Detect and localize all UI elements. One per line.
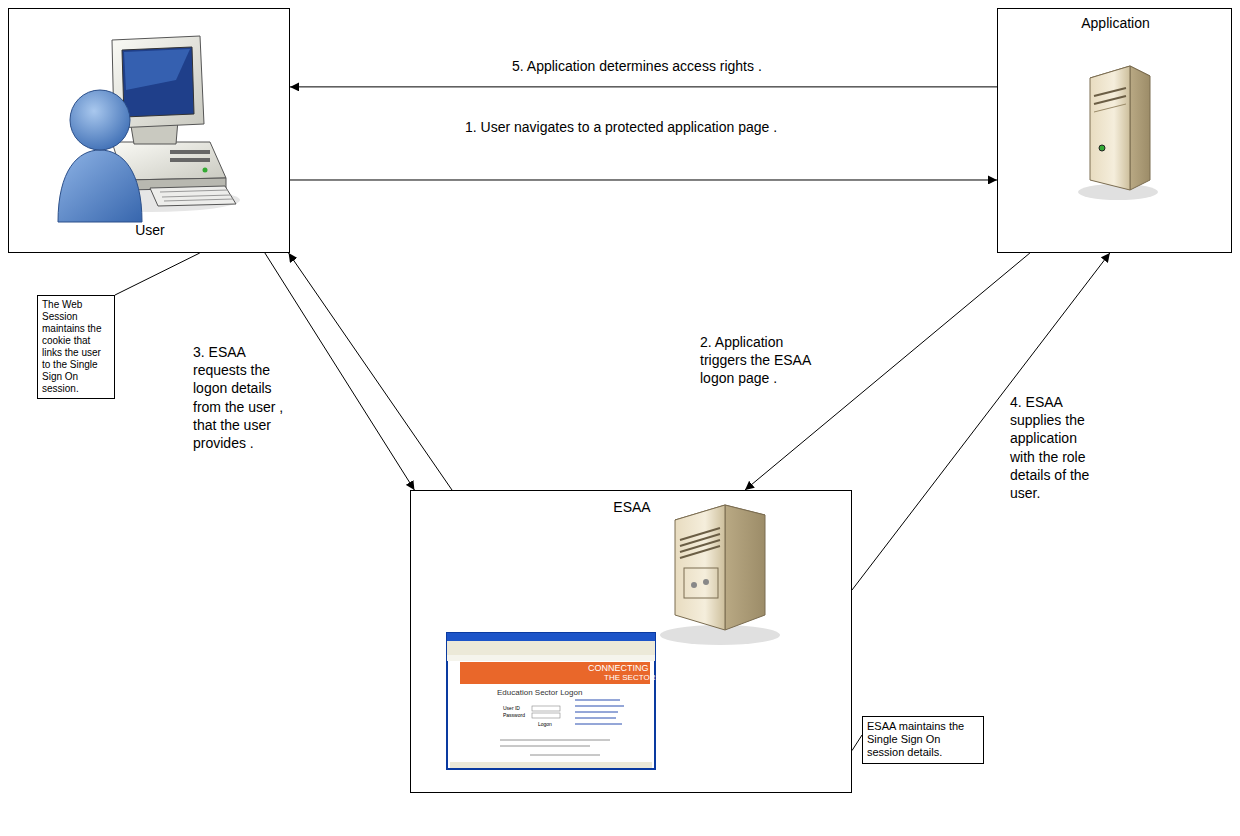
note-text: The Web Session maintains the cookie tha…	[42, 299, 110, 395]
note-box: ESAA maintains the Single Sign On sessio…	[862, 716, 984, 764]
note-box: The Web Session maintains the cookie tha…	[37, 295, 115, 399]
field-label: User ID	[503, 706, 520, 711]
leader-line	[852, 735, 862, 751]
step-label: 1. User navigates to a protected applica…	[465, 118, 885, 136]
leader-line	[115, 253, 200, 295]
esaa-server-icon	[660, 505, 780, 645]
field-label: Password	[503, 713, 525, 718]
banner-text: CONNECTING	[588, 664, 649, 673]
logon-screenshot	[447, 633, 655, 769]
user-person-icon	[58, 90, 142, 222]
flow-arrow	[289, 253, 452, 490]
banner-text: THE SECTOR	[604, 674, 655, 682]
note-text: ESAA maintains the Single Sign On sessio…	[867, 720, 979, 760]
step-label: 3. ESAA requests the logon details from …	[193, 343, 289, 452]
flow-arrow	[290, 179, 997, 180]
screen-heading: Education Sector Logon	[497, 689, 582, 697]
system-box: Application	[997, 8, 1232, 253]
box-title: User	[135, 222, 165, 238]
step-label: 5. Application determines access rights …	[512, 57, 812, 75]
step-label: 2. Application triggers the ESAA logon p…	[700, 333, 818, 388]
box-title: Application	[1081, 15, 1150, 31]
system-box: ESAA	[410, 490, 852, 793]
step-label: 4. ESAA supplies the application with th…	[1010, 393, 1102, 502]
button-label: Logon	[538, 722, 552, 727]
application-server-icon	[1078, 66, 1158, 200]
flow-arrow	[290, 86, 997, 87]
actor-box: User	[8, 8, 290, 253]
box-title: ESAA	[613, 499, 650, 515]
flow-arrow	[852, 253, 1110, 590]
